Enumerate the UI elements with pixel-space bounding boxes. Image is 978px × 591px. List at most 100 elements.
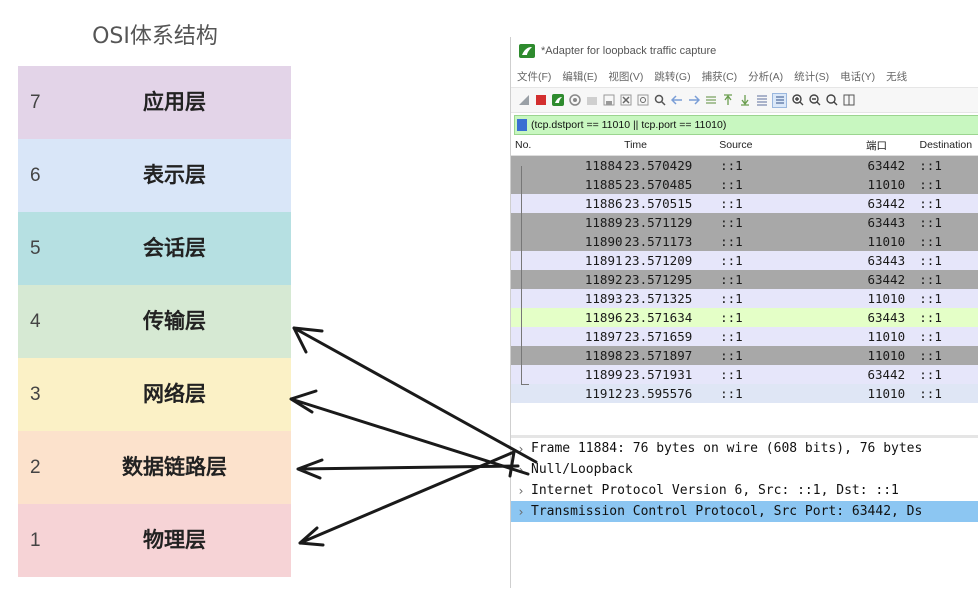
packet-no: 11884 bbox=[511, 158, 625, 173]
restart-capture-icon[interactable] bbox=[551, 94, 564, 107]
packet-source: ::1 bbox=[720, 253, 867, 268]
packet-destination: ::1 bbox=[919, 253, 978, 268]
go-back-icon[interactable] bbox=[670, 94, 683, 107]
chevron-right-icon[interactable]: › bbox=[511, 505, 531, 519]
zoom-in-icon[interactable] bbox=[791, 94, 804, 107]
wireshark-window: *Adapter for loopback traffic capture 文件… bbox=[510, 37, 978, 588]
menu-item[interactable]: 捕获(C) bbox=[702, 69, 738, 84]
packet-no: 11889 bbox=[511, 215, 625, 230]
osi-layer-number: 5 bbox=[30, 212, 41, 285]
display-filter-bar[interactable]: (tcp.dstport == 11010 || tcp.port == 110… bbox=[514, 115, 978, 135]
menu-item[interactable]: 视图(V) bbox=[608, 69, 643, 84]
packet-source: ::1 bbox=[720, 215, 867, 230]
packet-destination: ::1 bbox=[919, 386, 978, 401]
packet-time: 23.571659 bbox=[625, 329, 721, 344]
go-forward-icon[interactable] bbox=[687, 94, 700, 107]
menu-item[interactable]: 无线 bbox=[886, 69, 907, 84]
resize-columns-icon[interactable] bbox=[842, 94, 855, 107]
close-file-icon[interactable] bbox=[619, 94, 632, 107]
reload-file-icon[interactable] bbox=[636, 94, 649, 107]
menu-item[interactable]: 电话(Y) bbox=[840, 69, 875, 84]
save-file-icon[interactable] bbox=[602, 94, 615, 107]
osi-layer-number: 7 bbox=[30, 66, 41, 139]
packet-source: ::1 bbox=[720, 291, 867, 306]
column-destination[interactable]: Destination bbox=[920, 139, 978, 151]
arrow-to-data-link-layer bbox=[298, 460, 518, 478]
column-time[interactable]: Time bbox=[624, 139, 719, 151]
packet-port: 63442 bbox=[867, 272, 919, 287]
packet-no: 11892 bbox=[511, 272, 625, 287]
detail-tree-item[interactable]: ›Null/Loopback bbox=[511, 459, 978, 480]
go-to-packet-icon[interactable] bbox=[704, 94, 717, 107]
menu-item[interactable]: 分析(A) bbox=[748, 69, 783, 84]
packet-time: 23.571209 bbox=[625, 253, 721, 268]
column-no[interactable]: No. bbox=[511, 139, 624, 151]
colorize-icon[interactable] bbox=[772, 93, 787, 108]
column-port[interactable]: 端口 bbox=[866, 138, 920, 153]
chevron-right-icon[interactable]: › bbox=[511, 484, 531, 498]
column-source[interactable]: Source bbox=[719, 139, 866, 151]
packet-source: ::1 bbox=[720, 234, 867, 249]
detail-tree-item[interactable]: ›Frame 11884: 76 bytes on wire (608 bits… bbox=[511, 438, 978, 459]
packet-source: ::1 bbox=[720, 310, 867, 325]
packet-time: 23.571295 bbox=[625, 272, 721, 287]
last-packet-icon[interactable] bbox=[738, 94, 751, 107]
packet-port: 11010 bbox=[867, 177, 919, 192]
detail-tree-item[interactable]: ›Internet Protocol Version 6, Src: ::1, … bbox=[511, 480, 978, 501]
packet-time: 23.571129 bbox=[625, 215, 721, 230]
toolbar bbox=[511, 87, 978, 113]
osi-layer-name: 数据链路层 bbox=[58, 431, 291, 504]
osi-layer-name: 网络层 bbox=[58, 358, 291, 431]
menu-item[interactable]: 编辑(E) bbox=[562, 69, 597, 84]
stop-capture-icon[interactable] bbox=[534, 94, 547, 107]
zoom-out-icon[interactable] bbox=[808, 94, 821, 107]
shark-fin-start-icon[interactable] bbox=[517, 94, 530, 107]
detail-text: Internet Protocol Version 6, Src: ::1, D… bbox=[531, 483, 899, 498]
osi-layer-number: 2 bbox=[30, 431, 41, 504]
chevron-right-icon[interactable]: › bbox=[511, 463, 531, 477]
menu-item[interactable]: 文件(F) bbox=[517, 69, 551, 84]
display-filter-text[interactable]: (tcp.dstport == 11010 || tcp.port == 110… bbox=[531, 119, 726, 131]
autoscroll-icon[interactable] bbox=[755, 94, 768, 107]
packet-destination: ::1 bbox=[919, 177, 978, 192]
packet-port: 63443 bbox=[867, 253, 919, 268]
arrow-to-physical-layer bbox=[300, 452, 514, 545]
capture-options-icon[interactable] bbox=[568, 94, 581, 107]
zoom-normal-icon[interactable] bbox=[825, 94, 838, 107]
packet-no: 11885 bbox=[511, 177, 625, 192]
packet-no: 11898 bbox=[511, 348, 625, 363]
detail-text: Null/Loopback bbox=[531, 462, 633, 477]
first-packet-icon[interactable] bbox=[721, 94, 734, 107]
packet-destination: ::1 bbox=[919, 329, 978, 344]
packet-source: ::1 bbox=[720, 386, 867, 401]
packet-destination: ::1 bbox=[919, 367, 978, 382]
bookmark-icon[interactable] bbox=[517, 119, 527, 131]
chevron-right-icon[interactable]: › bbox=[511, 442, 531, 456]
detail-tree-item[interactable]: ›Transmission Control Protocol, Src Port… bbox=[511, 501, 978, 522]
open-file-icon[interactable] bbox=[585, 94, 598, 107]
menu-item[interactable]: 统计(S) bbox=[794, 69, 829, 84]
packet-no: 11893 bbox=[511, 291, 625, 306]
menu-item[interactable]: 跳转(G) bbox=[654, 69, 690, 84]
find-packet-icon[interactable] bbox=[653, 94, 666, 107]
arrow-to-network-layer bbox=[291, 391, 528, 474]
